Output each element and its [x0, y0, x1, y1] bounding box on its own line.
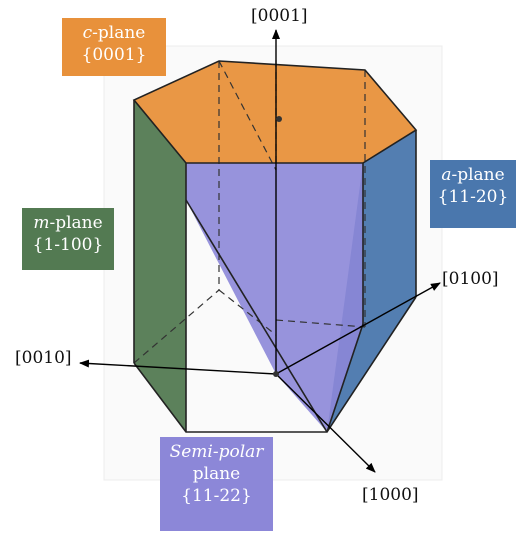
a-plane-letter: a: [441, 165, 452, 185]
m-plane-letter: m: [33, 213, 50, 233]
prism-edges: [132, 60, 418, 433]
axis-label-1000: [1000]: [362, 485, 419, 505]
semi-polar-index: {11-22}: [181, 486, 252, 506]
semi-polar-plane-label: Semi-polar plane {11-22}: [160, 437, 273, 531]
c-plane-label: c-plane {0001}: [62, 18, 166, 76]
m-plane-label: m-plane {1-100}: [22, 208, 114, 270]
m-plane-index: {1-100}: [32, 235, 104, 255]
c-plane-index: {0001}: [81, 45, 147, 65]
c-plane-suffix: -plane: [92, 23, 146, 43]
c-plane-letter: c: [82, 23, 93, 43]
origin-point: [273, 371, 279, 377]
axis-label-0010: [0010]: [15, 348, 72, 368]
a-plane-index: {11-20}: [437, 187, 509, 207]
axis-label-0100: [0100]: [442, 269, 499, 289]
semi-polar-plane-word: plane: [192, 464, 241, 484]
m-plane-suffix: -plane: [49, 213, 103, 233]
c-plane-top-hexagon: [134, 61, 416, 163]
crystal-axes: [79, 29, 441, 473]
top-center-point: [276, 116, 282, 122]
axis-0010-arrow: [79, 359, 277, 375]
a-plane-suffix: -plane: [451, 165, 505, 185]
m-plane-face: [134, 100, 186, 432]
semi-polar-title: Semi-polar: [169, 442, 264, 462]
axis-label-0001: [0001]: [251, 6, 308, 26]
axis-0100-arrow: [275, 282, 441, 375]
axis-1000-arrow: [275, 373, 376, 473]
a-plane-label: a-plane {11-20}: [430, 160, 516, 228]
semi-polar-plane: [186, 163, 363, 432]
